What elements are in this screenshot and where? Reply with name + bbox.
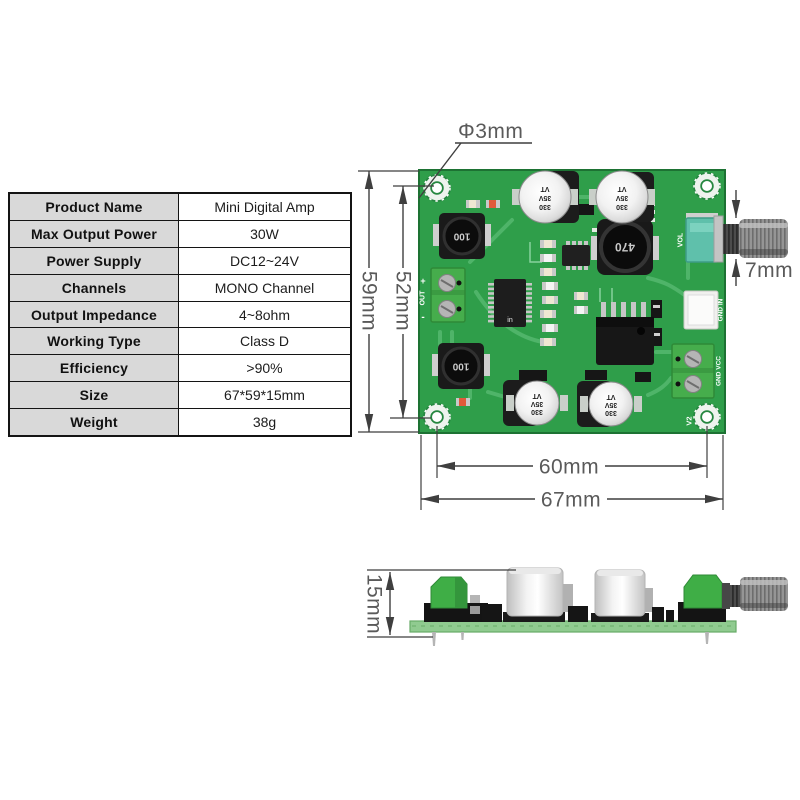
mounting-hole xyxy=(423,403,451,431)
spec-table: Product Name Mini Digital Amp Max Output… xyxy=(8,192,352,437)
spec-label: Weight xyxy=(10,409,179,436)
vol-label: VOL xyxy=(678,232,685,247)
soic8-ic xyxy=(562,241,590,270)
inductor-value: 100 xyxy=(453,231,470,242)
pot-shaft-thread xyxy=(723,224,739,254)
smd-components xyxy=(456,194,662,406)
potentiometer-side xyxy=(678,574,788,622)
spec-value: >90% xyxy=(246,360,283,377)
out-label: OUT xyxy=(420,290,427,306)
spec-row: Efficiency >90% xyxy=(10,354,350,382)
spec-row: Output Impedance 4~8ohm xyxy=(10,300,350,328)
cap-text: 330 xyxy=(539,203,551,210)
cap-text: VT xyxy=(617,185,627,192)
volume-potentiometer: VOL xyxy=(678,213,788,263)
spec-label: Power Supply xyxy=(10,247,179,274)
smd-diodes xyxy=(519,204,662,382)
v2-label: V2 xyxy=(685,416,694,425)
dim-7mm: 7mm xyxy=(745,259,793,282)
mounting-holes xyxy=(423,172,721,431)
spec-row: Working Type Class D xyxy=(10,327,350,355)
spec-label: Efficiency xyxy=(10,355,179,382)
spec-value: DC12~24V xyxy=(230,252,299,269)
minus-label: - xyxy=(421,312,424,323)
capacitor: 330 35V VT xyxy=(512,170,579,224)
cap-text: VT xyxy=(540,185,550,192)
capacitor-side xyxy=(591,569,653,622)
spec-row: Size 67*59*15mm xyxy=(10,381,350,409)
spec-row: Max Output Power 30W xyxy=(10,219,350,247)
spec-row: Product Name Mini Digital Amp xyxy=(10,194,350,220)
spec-value: 38g xyxy=(252,414,277,431)
side-small-components xyxy=(482,604,674,622)
inductor-value: 470 xyxy=(615,240,635,254)
through-hole-pins xyxy=(432,632,709,646)
spec-label: Product Name xyxy=(10,194,179,220)
ic-label: in xyxy=(507,317,513,324)
cap-text: 330 xyxy=(616,203,628,210)
side-dimension xyxy=(367,569,516,638)
cap-text: 330 xyxy=(605,409,617,416)
phi-leader-line xyxy=(418,142,462,199)
gnd-in-label: GND IN xyxy=(718,298,725,321)
gnd-vcc-label: GND VCC xyxy=(716,356,723,386)
input-connector: GND IN xyxy=(683,290,725,330)
spec-row: Channels MONO Channel xyxy=(10,273,350,301)
spec-row: Weight 38g xyxy=(10,408,350,436)
spec-label: Working Type xyxy=(10,328,179,355)
mounting-hole xyxy=(693,172,721,200)
power-terminal: GND VCC xyxy=(671,343,723,399)
cap-text: 35V xyxy=(530,400,543,407)
main-ic: in xyxy=(488,279,532,327)
spec-row: Power Supply DC12~24V xyxy=(10,246,350,274)
pcb-side-view: 15mm xyxy=(363,567,788,646)
spec-value: Class D xyxy=(239,333,289,350)
cap-text: 330 xyxy=(531,408,543,415)
dim-67mm: 67mm xyxy=(541,489,601,512)
dim-15mm: 15mm xyxy=(363,574,386,634)
dimension-annotations: 59mm 52mm 60mm 67mm 7mm Φ3mm xyxy=(357,120,793,512)
capacitor: 330 35V VT xyxy=(589,170,655,224)
spec-value: 67*59*15mm xyxy=(224,387,305,404)
inductor-100-b: 100 xyxy=(432,343,490,389)
regulator-to263 xyxy=(596,302,654,365)
cap-text: 35V xyxy=(615,194,628,201)
spec-value: 30W xyxy=(250,225,279,242)
spec-value: MONO Channel xyxy=(214,279,315,296)
inductor-100-a: 100 xyxy=(433,213,491,259)
spec-label: Channels xyxy=(10,274,179,301)
spec-value: 4~8ohm xyxy=(239,306,290,323)
cap-text: VT xyxy=(532,392,542,399)
cap-text: VT xyxy=(606,393,616,400)
spec-label: Max Output Power xyxy=(10,220,179,247)
inductor-value: 100 xyxy=(452,361,469,372)
dim-60mm: 60mm xyxy=(539,456,599,479)
capacitor: 330 35V VT xyxy=(577,381,642,427)
cap-text: 35V xyxy=(604,401,617,408)
capacitor: 330 35V VT xyxy=(503,380,568,426)
output-terminal: + OUT - xyxy=(420,267,466,323)
spec-value: Mini Digital Amp xyxy=(214,198,315,215)
smd-resistors xyxy=(456,194,655,406)
terminal-side xyxy=(424,576,488,622)
dim-59mm: 59mm xyxy=(358,271,381,331)
dim-hole-diameter: Φ3mm xyxy=(458,120,523,143)
spec-label: Output Impedance xyxy=(10,301,179,328)
capacitor-side xyxy=(503,567,573,622)
cap-text: 35V xyxy=(538,194,551,201)
inductor-470: 470 xyxy=(591,219,659,275)
dim-52mm: 52mm xyxy=(392,271,415,331)
pcb-top-view: 100 100 470 in xyxy=(418,169,788,434)
spec-label: Size xyxy=(10,382,179,409)
plus-label: + xyxy=(420,276,425,286)
pot-shaft-knurl xyxy=(739,219,788,258)
